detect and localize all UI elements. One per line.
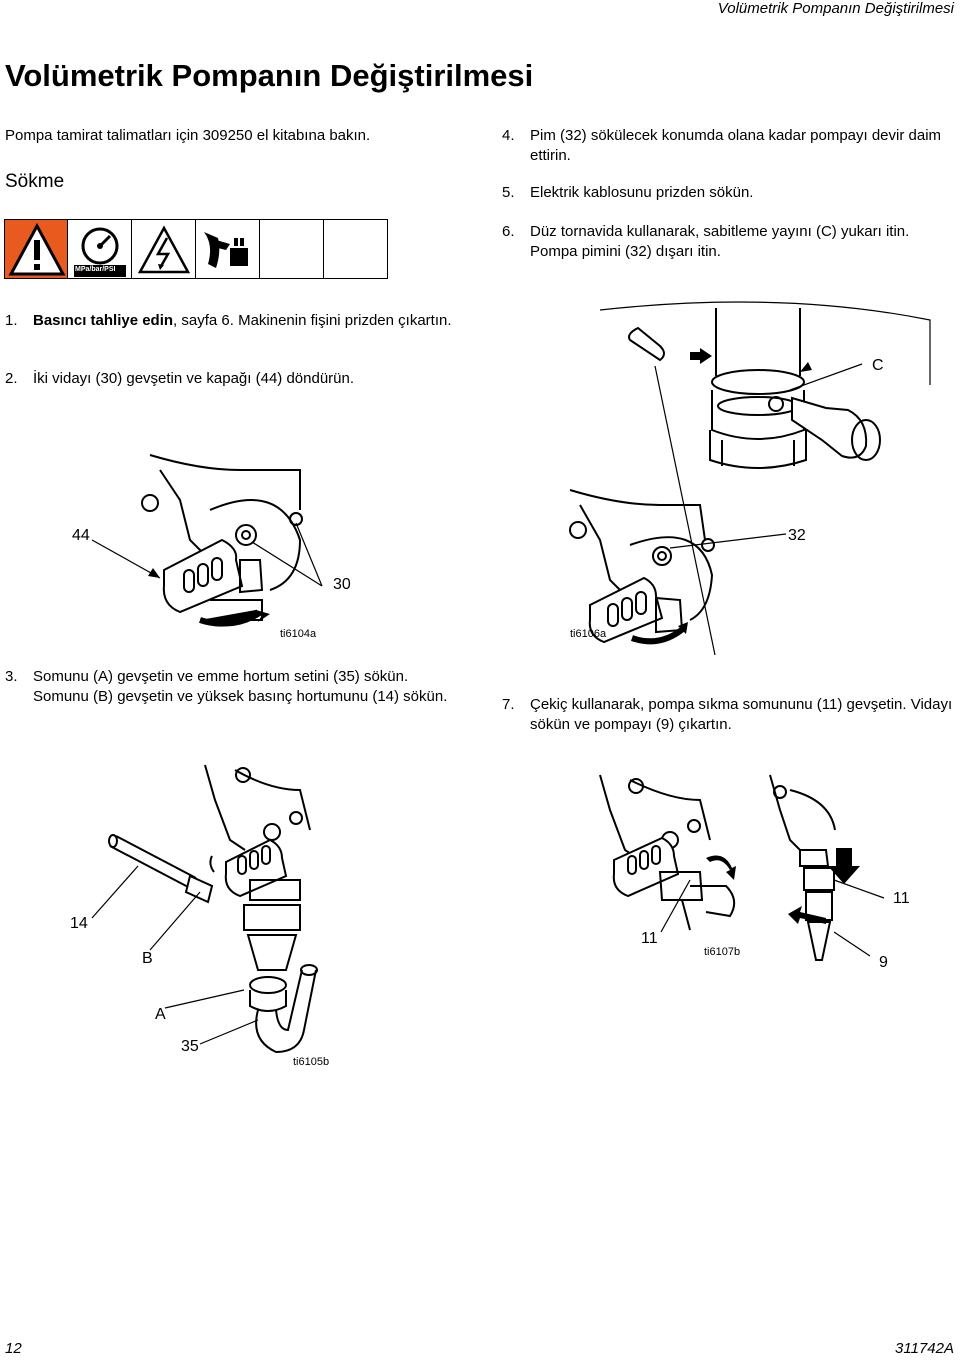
label-32: 32 — [788, 527, 806, 544]
step-text: , sayfa 6. Makinenin fişini prizden çıka… — [173, 312, 452, 329]
step-bold-text: Basıncı tahliye edin — [33, 312, 174, 329]
running-header: Volümetrik Pompanın Değiştirilmesi — [717, 0, 954, 17]
label-a: A — [155, 1006, 166, 1023]
empty-warning-cell — [324, 219, 388, 279]
pressure-gauge-icon: MPa/bar/PSI — [68, 219, 132, 279]
label-11-left: 11 — [641, 930, 658, 947]
figure-id-ti6105b: ti6105b — [293, 1056, 330, 1068]
page-title: Volümetrik Pompanın Değiştirilmesi — [5, 58, 534, 93]
step-text: Elektrik kablosunu prizden sökün. — [530, 184, 754, 201]
label-14: 14 — [70, 915, 88, 932]
electric-shock-icon — [132, 219, 196, 279]
step-number: 2. — [5, 370, 18, 387]
document-number: 311742A — [895, 1340, 954, 1357]
step-text: Pim (32) sökülecek konumda olana kadar p… — [530, 127, 942, 164]
figure-id-ti6106a: ti6106a — [570, 628, 607, 640]
step-number: 4. — [502, 127, 515, 144]
empty-warning-cell — [260, 219, 324, 279]
pressure-gauge-label: MPa/bar/PSI — [75, 266, 116, 273]
step-text: Çekiç kullanarak, pompa sıkma somununu (… — [530, 696, 953, 733]
page-number: 12 — [5, 1340, 22, 1357]
warning-icon-row: MPa/bar/PSI — [4, 219, 388, 279]
label-35: 35 — [181, 1038, 199, 1055]
intro-text: Pompa tamirat talimatları için 309250 el… — [5, 127, 371, 144]
section-title: Sökme — [5, 171, 65, 192]
step-number: 6. — [502, 223, 515, 240]
label-c: C — [872, 357, 884, 374]
step-number: 7. — [502, 696, 515, 713]
step-number: 1. — [5, 312, 18, 329]
step-text: Somunu (A) gevşetin ve emme hortum setin… — [33, 668, 448, 705]
label-11-right: 11 — [893, 890, 910, 907]
step-number: 3. — [5, 668, 18, 685]
label-30: 30 — [333, 576, 351, 593]
step-text: Düz tornavida kullanarak, sabitleme yayı… — [530, 223, 910, 260]
figure-id-ti6107b: ti6107b — [704, 946, 741, 958]
label-9: 9 — [879, 954, 888, 971]
step-text: İki vidayı (30) gevşetin ve kapağı (44) … — [33, 370, 355, 387]
label-44: 44 — [72, 527, 90, 544]
step-number: 5. — [502, 184, 515, 201]
figure-id-ti6104a: ti6104a — [280, 628, 317, 640]
warning-exclamation-icon — [4, 219, 68, 279]
moving-parts-icon — [196, 219, 260, 279]
label-b: B — [142, 950, 153, 967]
